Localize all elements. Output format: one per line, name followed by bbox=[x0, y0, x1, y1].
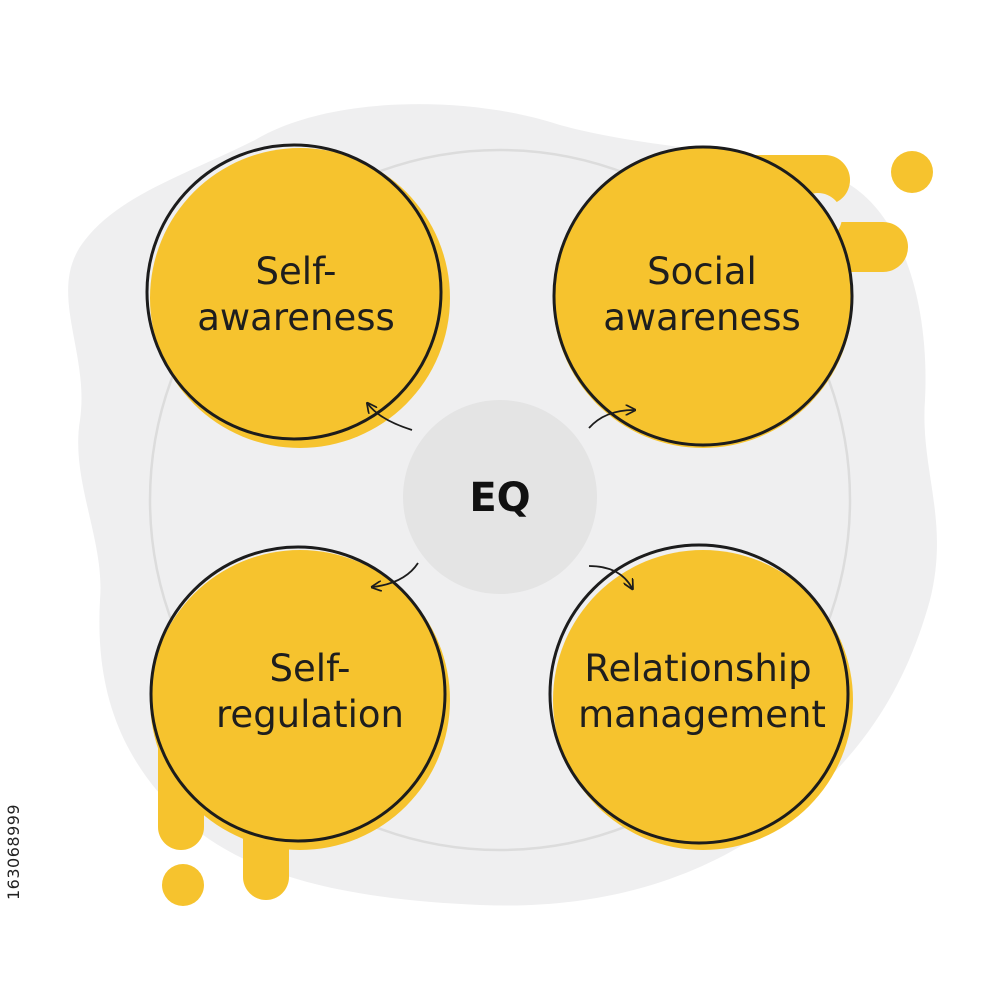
arrow-to-social-awareness bbox=[588, 410, 634, 429]
node-outline bbox=[552, 145, 854, 447]
node-self-regulation: Self- regulation bbox=[149, 545, 450, 850]
node-label-line-1: Social bbox=[647, 250, 757, 293]
node-fill bbox=[553, 148, 853, 448]
arrow-to-self-awareness bbox=[368, 404, 413, 431]
node-label-line-1: Self- bbox=[256, 250, 337, 293]
node-fill bbox=[150, 550, 450, 850]
orbit-ring bbox=[148, 148, 852, 852]
arrow-to-self-regulation bbox=[373, 562, 419, 587]
node-self-awareness: Self- awareness bbox=[145, 143, 450, 448]
center-label: EQ bbox=[469, 475, 530, 521]
node-label-line-2: awareness bbox=[197, 296, 395, 339]
node-label-line-2: awareness bbox=[603, 296, 801, 339]
node-fill bbox=[553, 550, 853, 850]
arrow-to-relationship-management bbox=[588, 565, 632, 588]
node-outline bbox=[145, 143, 443, 441]
center-circle bbox=[403, 400, 597, 594]
node-outline bbox=[149, 545, 447, 843]
node-label-line-2: regulation bbox=[216, 693, 404, 736]
node-outline bbox=[548, 543, 850, 845]
node-label-line-2: management bbox=[578, 693, 826, 736]
node-fill bbox=[150, 148, 450, 448]
stock-id-label: 163068999 bbox=[4, 803, 23, 900]
node-label-line-1: Relationship bbox=[584, 647, 811, 690]
node-social-awareness: Social awareness bbox=[552, 145, 854, 448]
node-label-line-1: Self- bbox=[270, 647, 351, 690]
node-relationship-management: Relationship management bbox=[548, 543, 853, 850]
